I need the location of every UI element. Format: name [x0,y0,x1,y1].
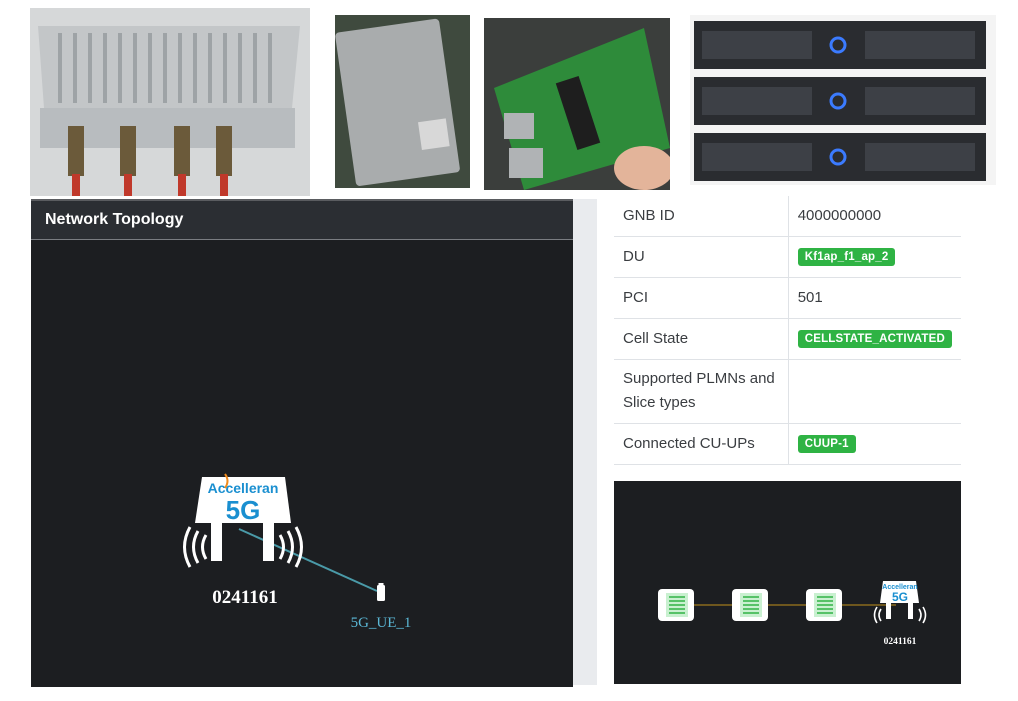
panel-divider [573,199,597,685]
server-rack-photo [690,15,996,185]
cell-state-badge: CELLSTATE_ACTIVATED [797,330,952,348]
row-value: 4000000000 [788,196,961,237]
mini-topology-canvas[interactable]: Accelleran 5G 0241161 [614,481,961,684]
radio-unit-photo [30,8,310,196]
mini-topology-view: Accelleran 5G 0241161 [614,481,961,684]
row-label: Supported PLMNs and Slice types [614,359,789,424]
topology-canvas[interactable]: Accelleran 5G 0241161 5G_UE_1 [31,241,573,687]
ue-node[interactable]: 5G_UE_1 [351,583,412,631]
row-label: GNB ID [614,196,789,237]
table-row: Cell State CELLSTATE_ACTIVATED [614,318,961,360]
table-row: Supported PLMNs and Slice types [614,359,961,424]
mini-radio-id-label: 0241161 [884,637,917,647]
mini-radio-logo-text: Accelleran [882,584,917,591]
cell-info-table: GNB ID 4000000000 DU Kf1ap_f1_ap_2 PCI 5… [614,196,961,465]
table-row: GNB ID 4000000000 [614,196,961,237]
phone-icon [377,583,385,601]
ue-label: 5G_UE_1 [351,615,412,631]
radio-unit-icon: Accelleran 5G [195,473,291,561]
table-row: DU Kf1ap_f1_ap_2 [614,236,961,278]
mini-radio-unit-node[interactable]: Accelleran 5G 0241161 [873,581,927,647]
network-topology-panel: Network Topology Accelleran 5G 0241 [31,199,573,687]
row-label: DU [614,236,789,278]
table-row: PCI 501 [614,277,961,319]
table-row: Connected CU-UPs CUUP-1 [614,423,961,465]
cuup-badge[interactable]: CUUP-1 [797,435,856,453]
row-label: Connected CU-UPs [614,423,789,465]
row-label: PCI [614,277,789,319]
radio-id-label: 0241161 [212,587,277,608]
radio-band-label: 5G [226,495,261,525]
row-label: Cell State [614,318,789,360]
wireless-signal-icon [873,606,927,624]
panel-title: Network Topology [31,201,573,240]
server-node-icon[interactable] [732,589,768,621]
row-value [788,359,961,424]
radio-unit-icon: Accelleran 5G [880,581,919,619]
wireless-signal-icon [183,526,303,568]
server-node-icon[interactable] [806,589,842,621]
row-value: 501 [788,277,961,319]
radio-logo-text: Accelleran [208,480,279,496]
radio-ue-link [238,528,378,592]
circuit-board-photo [484,18,670,190]
modem-module-photo [335,15,470,188]
mini-radio-band-label: 5G [892,590,908,604]
radio-unit-node[interactable]: Accelleran 5G 0241161 [183,473,303,608]
server-node-icon[interactable] [658,589,694,621]
du-badge[interactable]: Kf1ap_f1_ap_2 [797,248,896,266]
